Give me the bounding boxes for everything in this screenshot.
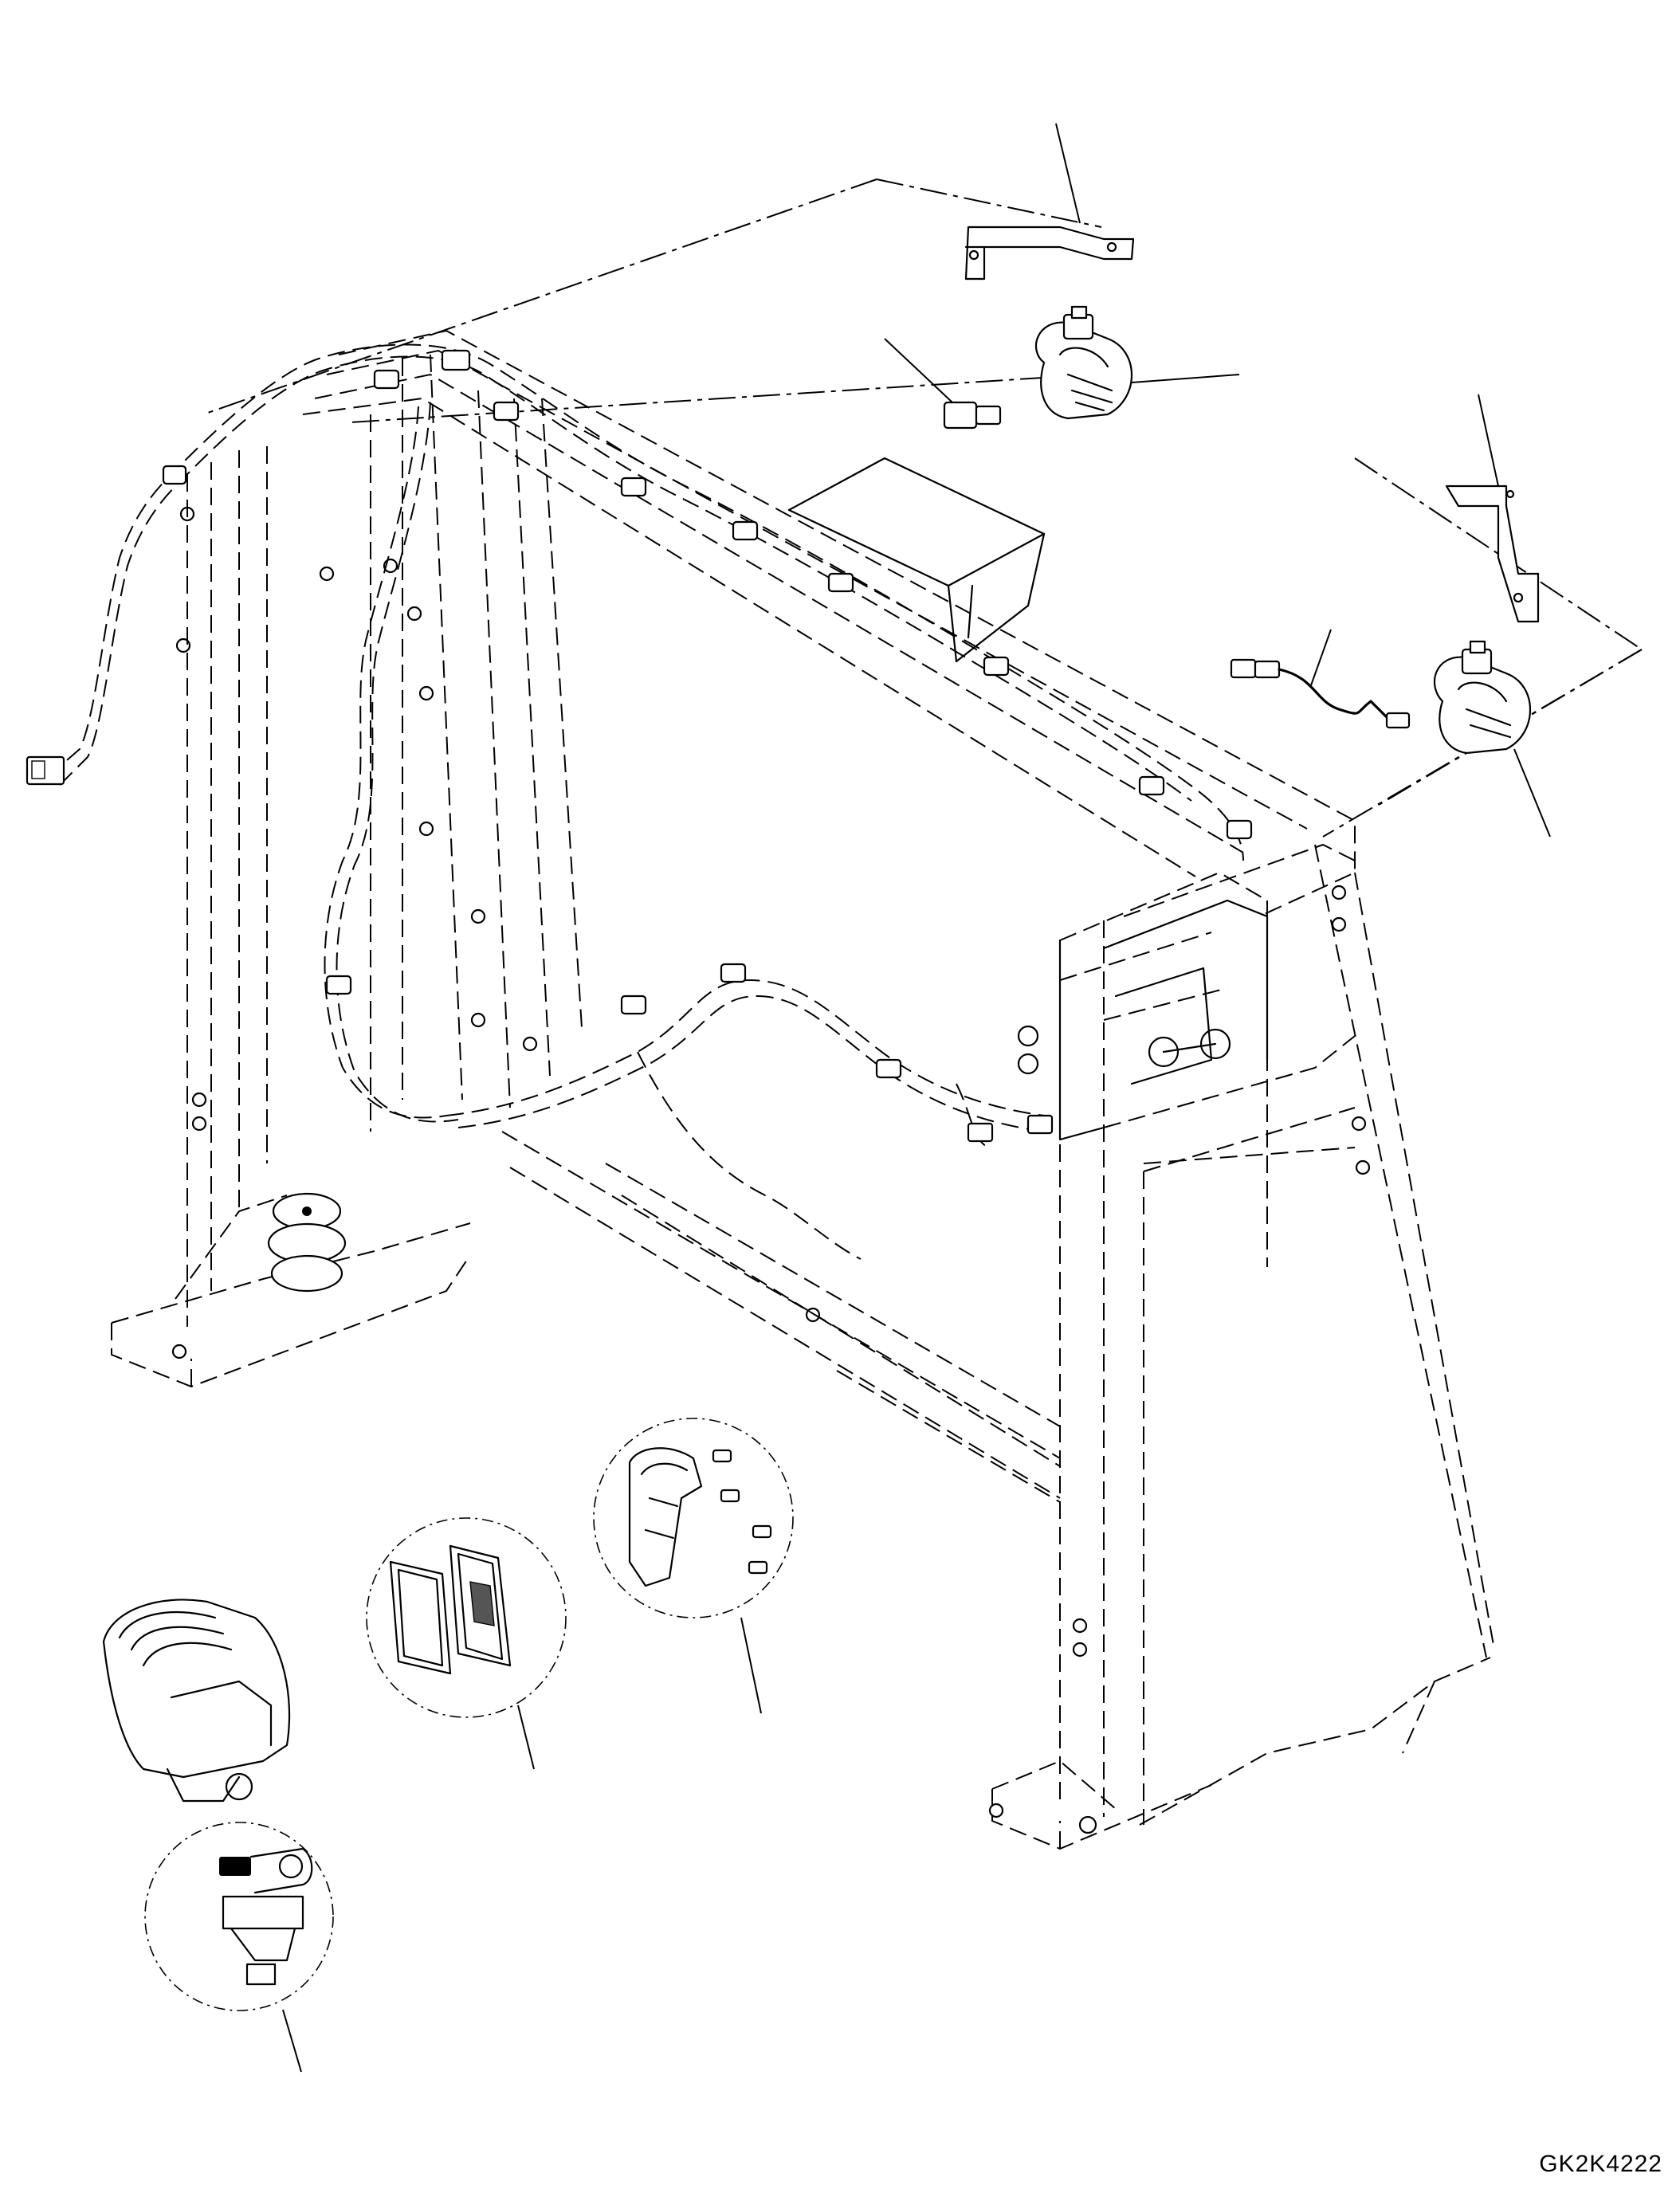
- bracket-upper: [964, 123, 1135, 281]
- assembly-guide-lines: [202, 179, 1643, 838]
- frame-bolts: [171, 506, 1371, 1834]
- drawing-reference-code: GK2K4222: [1539, 2151, 1662, 2177]
- cab-frame: [111, 329, 1495, 1850]
- pivot-hinge: [1058, 899, 1269, 1141]
- harness-connector-left: [26, 755, 65, 786]
- roof-box: [787, 457, 1046, 663]
- harness-clamps: [162, 349, 1253, 1079]
- horn-upper: [1034, 305, 1240, 420]
- wiring-harness: [26, 343, 1244, 1260]
- horn-right: [1433, 640, 1551, 838]
- bracket-right: [1445, 394, 1540, 623]
- horn-wire: [1230, 629, 1411, 729]
- detail-grille: [366, 1517, 567, 1770]
- cab-mount-left: [267, 1192, 347, 1293]
- detail-bolt: [144, 1822, 334, 2073]
- detail-screws: [593, 1418, 794, 1714]
- detail-horn: [102, 1599, 291, 1803]
- connector-upper: [884, 338, 1002, 430]
